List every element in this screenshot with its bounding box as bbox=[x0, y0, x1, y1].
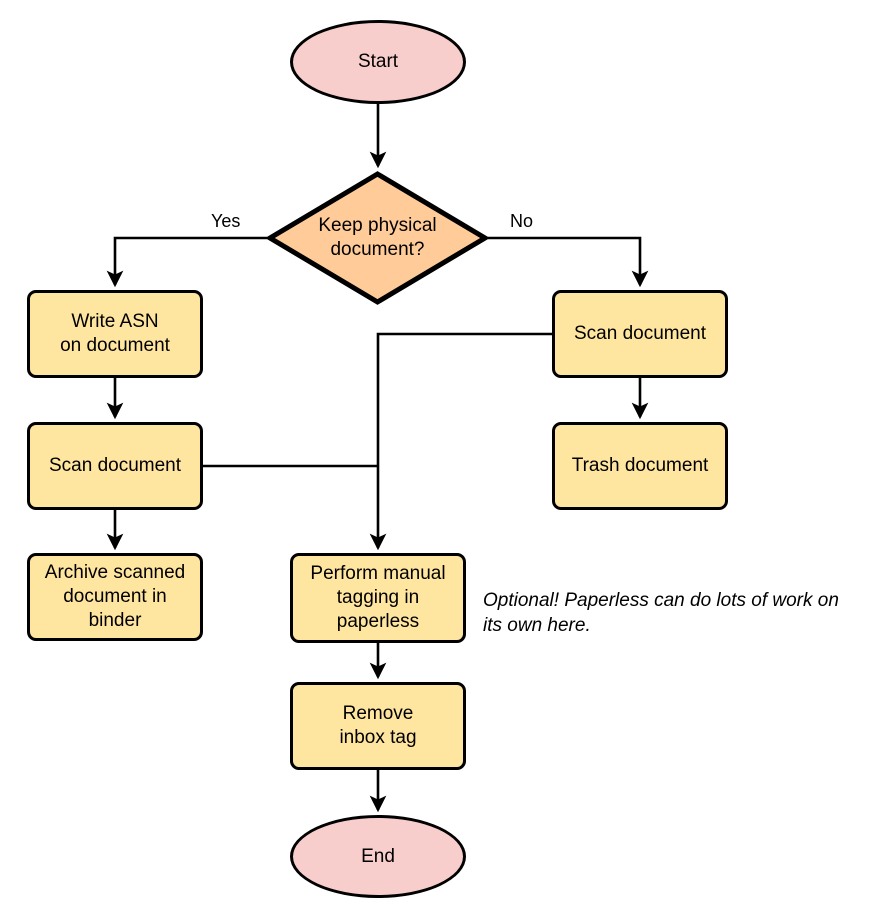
node-end[interactable]: End bbox=[290, 815, 466, 898]
diamond-shape bbox=[267, 171, 488, 305]
node-tagging-label: Perform manual tagging in paperless bbox=[310, 562, 445, 634]
node-scan-document-left[interactable]: Scan document bbox=[27, 422, 203, 510]
node-trash-document-label: Trash document bbox=[571, 455, 709, 476]
edge-label-yes: Yes bbox=[211, 211, 241, 231]
archive-line2: document in bbox=[63, 586, 167, 607]
tagging-line3: paperless bbox=[336, 611, 420, 632]
node-start-label: Start bbox=[357, 51, 399, 72]
archive-line1: Archive scanned bbox=[44, 562, 186, 583]
remove-inbox-line1: Remove bbox=[342, 703, 414, 724]
annotation-optional-note: Optional! Paperless can do lots of work … bbox=[483, 588, 883, 638]
node-end-label: End bbox=[361, 845, 395, 867]
edge-label-no: No bbox=[510, 211, 534, 231]
decision-label-line1: Keep physical bbox=[318, 215, 437, 236]
node-perform-manual-tagging[interactable]: Perform manual tagging in paperless bbox=[290, 553, 466, 643]
node-write-asn-label: Write ASN on document bbox=[60, 310, 170, 358]
node-write-asn-on-document[interactable]: Write ASN on document bbox=[27, 290, 203, 378]
node-remove-inbox-label: Remove inbox tag bbox=[339, 702, 416, 750]
node-archive-scanned-document[interactable]: Archive scanned document in binder bbox=[27, 553, 203, 641]
optional-note-line1: Optional! Paperless can do lots of work … bbox=[483, 590, 839, 611]
node-keep-physical-document[interactable]: Keep physical document? bbox=[267, 171, 488, 305]
edge-decision-no-to-scan-right bbox=[488, 236, 649, 288]
node-archive-label: Archive scanned document in binder bbox=[45, 561, 185, 633]
node-scan-document-left-label: Scan document bbox=[48, 455, 182, 476]
archive-line3: binder bbox=[88, 610, 142, 631]
decision-label-line2: document? bbox=[330, 239, 425, 260]
node-start[interactable]: Start bbox=[290, 20, 466, 104]
node-trash-document[interactable]: Trash document bbox=[552, 422, 728, 510]
node-scan-document-right-label: Scan document bbox=[573, 323, 707, 344]
edge-scan-right-to-tagging bbox=[369, 332, 552, 551]
write-asn-line2: on document bbox=[60, 335, 170, 356]
node-keep-physical-document-label: Keep physical document? bbox=[318, 214, 436, 262]
node-scan-document-right[interactable]: Scan document bbox=[552, 290, 728, 378]
node-remove-inbox-tag[interactable]: Remove inbox tag bbox=[290, 682, 466, 770]
optional-note-line2: its own here. bbox=[483, 615, 591, 636]
edge-decision-yes-to-write-asn bbox=[106, 236, 267, 288]
tagging-line1: Perform manual bbox=[310, 563, 446, 584]
remove-inbox-line2: inbox tag bbox=[339, 727, 417, 748]
tagging-line2: tagging in bbox=[336, 587, 420, 608]
write-asn-line1: Write ASN bbox=[71, 311, 159, 332]
